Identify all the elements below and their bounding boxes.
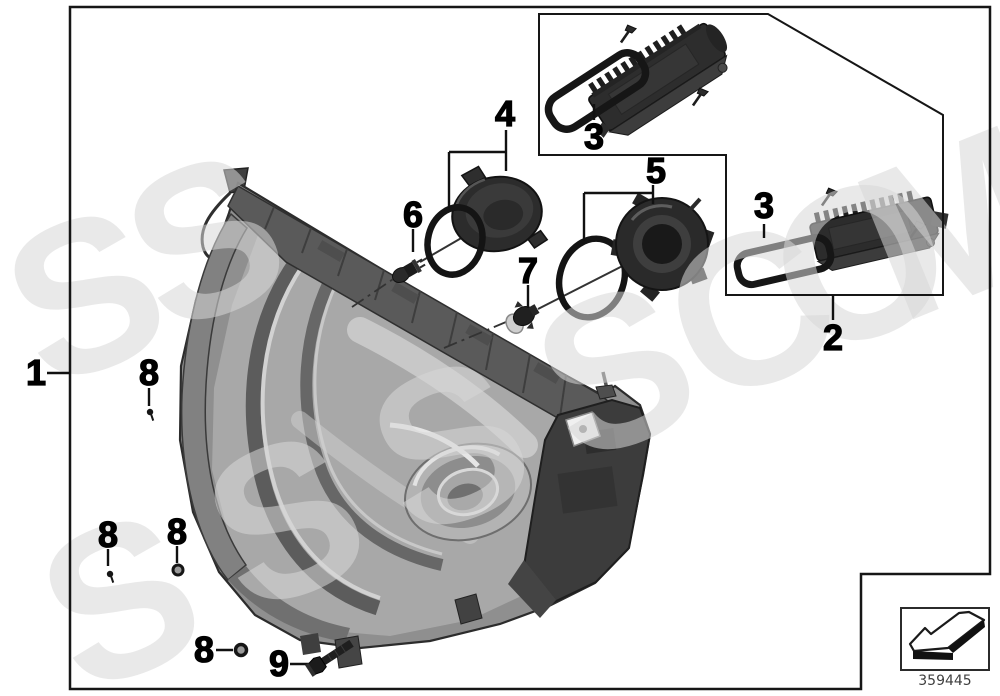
grommet-part8: [106, 570, 115, 583]
housing-ribs: [264, 206, 567, 418]
bottom-tab-1: [334, 635, 363, 669]
callout-label-7: 7: [517, 250, 539, 291]
callout-label-8: 8: [138, 352, 160, 393]
callout-label-3: 3: [753, 185, 775, 226]
callout-label-5: 5: [645, 150, 667, 191]
screw-icon: [908, 220, 927, 240]
callout-label-6: 6: [402, 194, 424, 235]
callout-label-8: 8: [97, 514, 119, 555]
bolt-part9: [304, 639, 354, 677]
main-frame-border: [68, 5, 992, 691]
lens-reflection-1: [347, 317, 538, 458]
bottom-tab-3: [300, 633, 321, 655]
light-guide-outer: [245, 257, 381, 616]
o-ring-part4: [424, 204, 486, 278]
gasket-part3-top: [544, 49, 650, 133]
grommet-part8: [233, 642, 249, 658]
direction-arrow-icon: [900, 607, 990, 671]
rear-housing-panel: [557, 466, 618, 514]
callout-label-1: 1: [25, 352, 47, 393]
screw-icon: [820, 187, 839, 207]
bulb-part6: [392, 258, 426, 284]
callout-label-8: 8: [193, 629, 215, 670]
adjuster-hole: [579, 425, 587, 433]
housing-bottom-rim: [228, 566, 350, 642]
callout-label-3: 3: [583, 116, 605, 157]
subassembly-box: [538, 13, 944, 296]
led-module-part2: [809, 190, 949, 271]
callout-label-8: 8: [166, 511, 188, 552]
o-ring-part5: [555, 235, 629, 321]
reflector-edge-highlight: [389, 422, 480, 468]
grommet-part8: [146, 408, 155, 421]
callout-label-4: 4: [494, 93, 516, 134]
headlight-assembly: [178, 167, 652, 669]
bottom-tab-2: [454, 593, 483, 625]
grommet-part8: [171, 563, 185, 577]
bulb-part7: [505, 301, 540, 335]
screw-icon: [691, 87, 710, 107]
screw-icon: [619, 24, 638, 44]
housing-vents: [317, 240, 561, 384]
projector-lens: [403, 442, 533, 542]
light-guide-inner-highlight: [313, 271, 443, 556]
adjuster-bolt-head: [595, 384, 617, 400]
light-guide-outer-highlight: [260, 263, 381, 600]
gasket-part3-right: [733, 233, 835, 289]
callout-label-2: 2: [822, 317, 844, 358]
lower-mount-bracket: [508, 560, 556, 618]
light-guide-inner: [300, 265, 444, 571]
led-module-top: [588, 22, 728, 138]
figure-number: 359445: [918, 673, 972, 689]
leader-lines: [47, 104, 835, 666]
callout-label-9: 9: [268, 643, 290, 684]
socket-ring-part5: [610, 192, 715, 302]
